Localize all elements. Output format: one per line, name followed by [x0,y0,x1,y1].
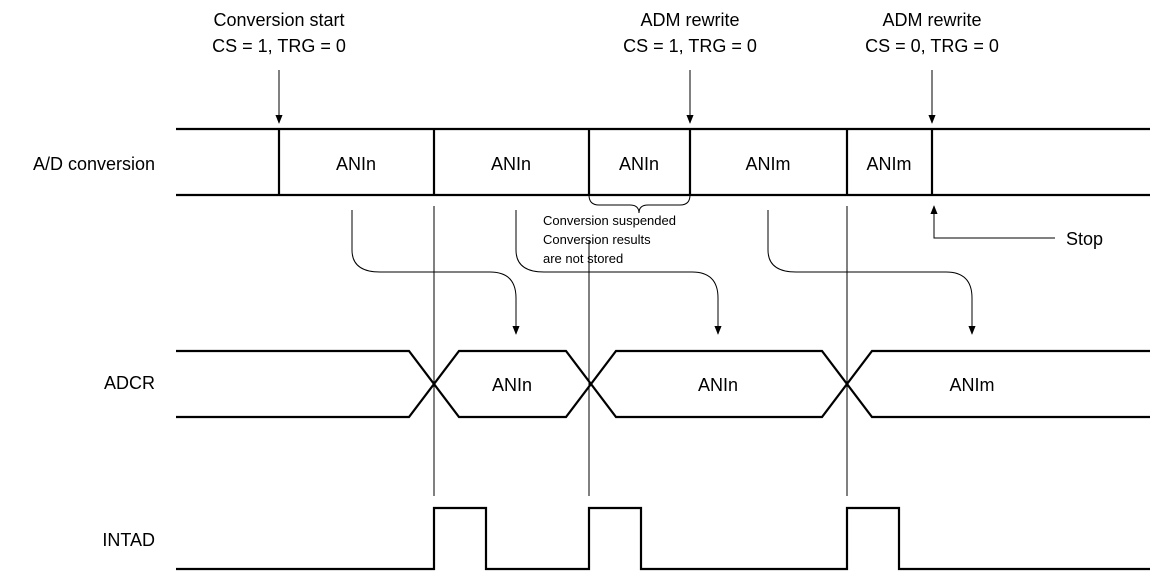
reference-lines [433,206,848,496]
adcr-waveform-a [176,349,1150,419]
adcr-value-label: ANIn [492,375,532,395]
ad-segment-label: ANIn [619,154,659,174]
ad-segment-label: ANIn [336,154,376,174]
suspended-note-line3: are not stored [543,251,623,266]
adcr-row: ANIn ANIn ANIm [176,349,1150,419]
stop-arrow [930,205,1055,239]
adm-rewrite-2-annotation: ADM rewrite CS = 0, TRG = 0 [865,10,999,124]
adcr-value-label: ANIn [698,375,738,395]
transfer-arrow [515,210,722,335]
adcr-value-label: ANIm [950,375,995,395]
ad-segment-label: ANIm [746,154,791,174]
adm-rewrite-1-annotation: ADM rewrite CS = 1, TRG = 0 [623,10,757,124]
suspended-note-line1: Conversion suspended [543,213,676,228]
transfer-arrows [351,210,976,335]
stop-label: Stop [1066,229,1103,249]
row-label-intad: INTAD [102,530,155,550]
suspended-note-line2: Conversion results [543,232,651,247]
adm-rewrite-1-condition: CS = 1, TRG = 0 [623,36,757,56]
row-label-adcr: ADCR [104,373,155,393]
stop-annotation: Stop [930,205,1103,249]
row-label-ad-conversion: A/D conversion [33,154,155,174]
adm-rewrite-2-condition: CS = 0, TRG = 0 [865,36,999,56]
ad-segment-label: ANIm [867,154,912,174]
ad-conversion-row: ANIn ANIn ANIn ANIm ANIm [176,127,1150,197]
adm-rewrite-2-title: ADM rewrite [882,10,981,30]
conversion-start-condition: CS = 1, TRG = 0 [212,36,346,56]
adm-rewrite-1-title: ADM rewrite [640,10,739,30]
transfer-arrow [767,210,976,335]
conversion-start-annotation: Conversion start CS = 1, TRG = 0 [212,10,346,124]
suspended-brace [588,194,691,214]
suspended-note: Conversion suspended Conversion results … [543,213,676,266]
conversion-start-title: Conversion start [213,10,344,30]
transfer-arrow [351,210,520,335]
adcr-waveform-b [176,349,1150,419]
intad-waveform [176,506,1150,571]
ad-segment-label: ANIn [491,154,531,174]
